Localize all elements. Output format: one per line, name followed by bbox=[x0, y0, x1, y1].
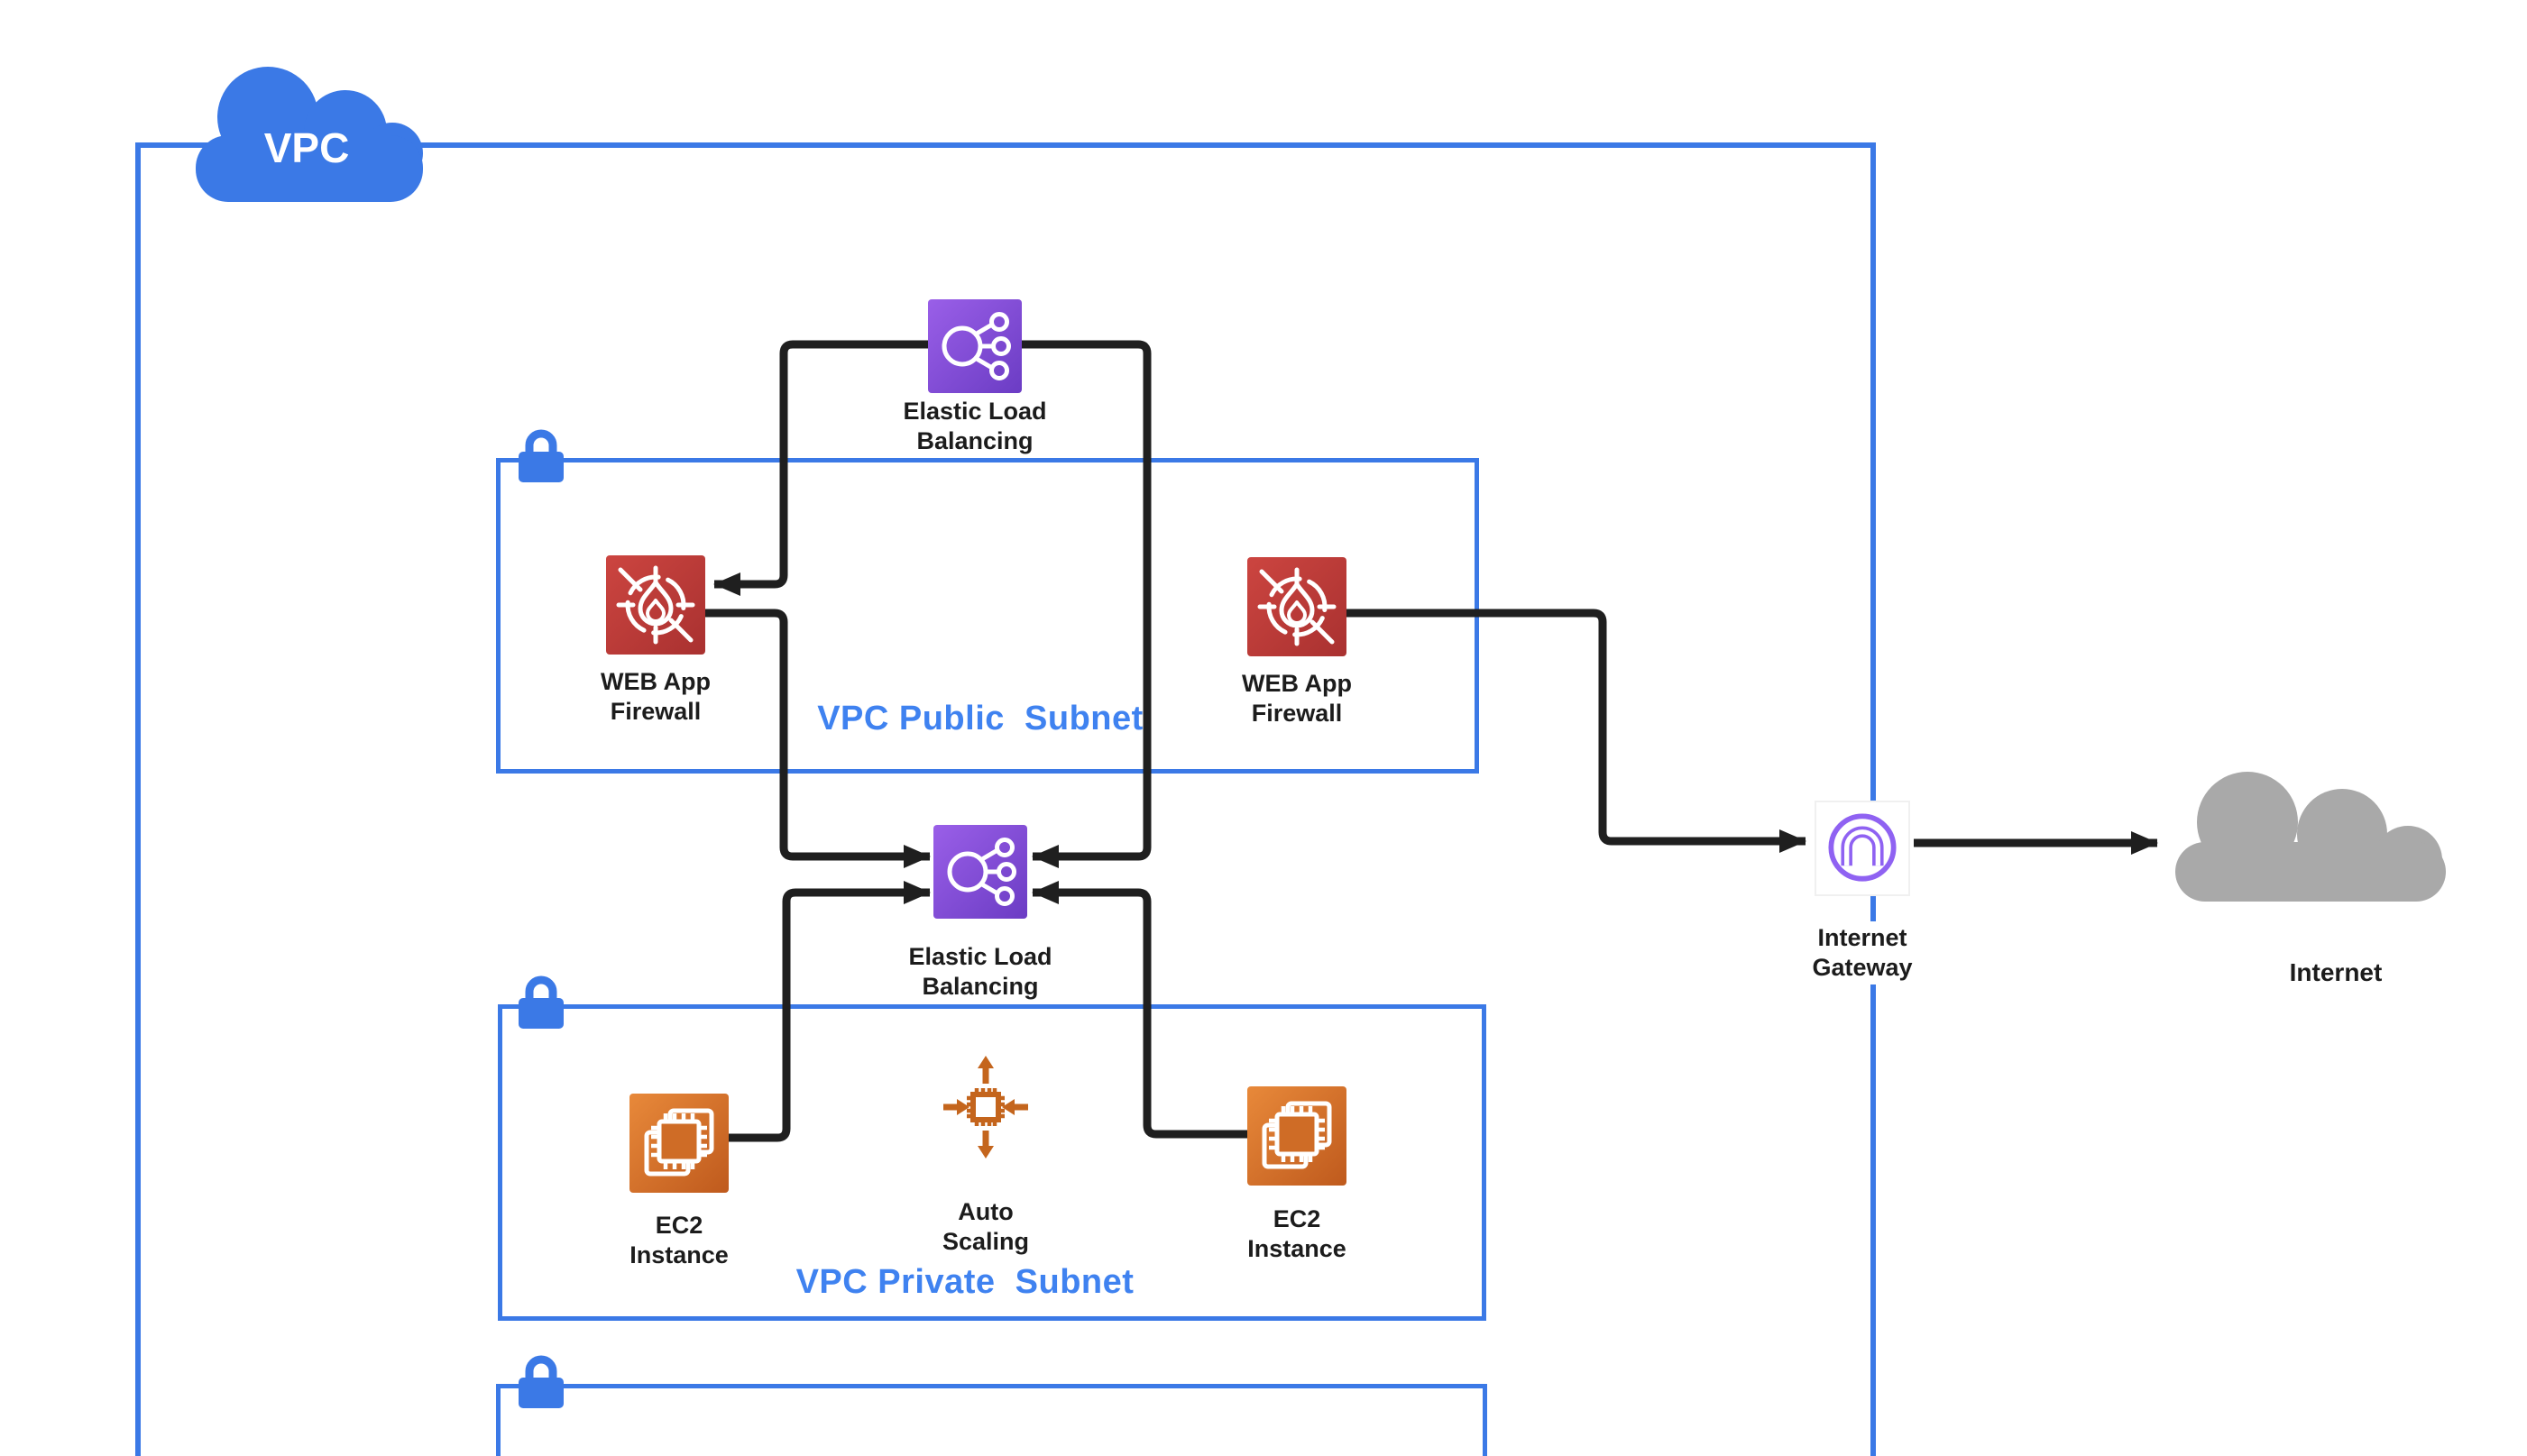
auto-scaling-icon bbox=[943, 1056, 1028, 1158]
ec2-instance-icon bbox=[629, 1094, 729, 1193]
vpc-boundary-box bbox=[135, 142, 1876, 1456]
internet-gateway-node bbox=[1815, 801, 1910, 896]
lock-icon bbox=[519, 1355, 564, 1408]
elastic-load-balancing-icon bbox=[933, 825, 1027, 919]
elb-top-label: Elastic Load Balancing bbox=[903, 398, 1047, 454]
lock-icon bbox=[519, 429, 564, 482]
internet-gateway-label: Internet Gateway bbox=[1718, 921, 2007, 984]
ec2-left-label: EC2 Instance bbox=[629, 1212, 729, 1268]
elb-mid-label: Elastic Load Balancing bbox=[908, 943, 1052, 1000]
ec2-instance-icon bbox=[1247, 1086, 1346, 1186]
web-app-firewall-icon bbox=[1247, 557, 1346, 656]
vpc-private-subnet-box bbox=[498, 1004, 1486, 1321]
waf-right-label: WEB App Firewall bbox=[1242, 670, 1352, 727]
vpc-third-subnet-box bbox=[496, 1384, 1487, 1456]
internet-gateway-icon bbox=[1828, 813, 1897, 882]
lock-icon bbox=[519, 975, 564, 1029]
auto-scaling-label: Auto Scaling bbox=[942, 1198, 1030, 1255]
vpc-label: VPC bbox=[264, 124, 350, 171]
vpc-cloud-icon: VPC bbox=[196, 67, 423, 202]
web-app-firewall-icon bbox=[606, 555, 705, 655]
waf-left-label: WEB App Firewall bbox=[601, 668, 711, 725]
internet-label: Internet bbox=[2289, 958, 2383, 986]
elastic-load-balancing-icon bbox=[928, 299, 1022, 393]
vpc-private-subnet-label: VPC Private Subnet bbox=[795, 1263, 1135, 1301]
internet-cloud-icon bbox=[2175, 772, 2446, 902]
ec2-right-label: EC2 Instance bbox=[1247, 1205, 1346, 1262]
